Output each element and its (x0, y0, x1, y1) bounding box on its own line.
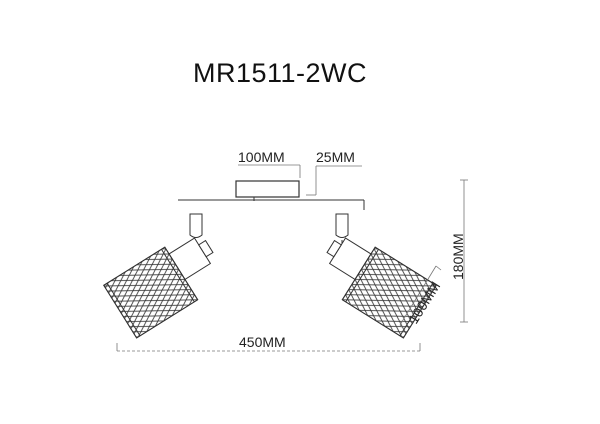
arm (178, 199, 365, 210)
dim-total-width-label: 450MM (239, 334, 286, 350)
dim-canopy-width-line (238, 164, 301, 178)
dim-total-height-line (460, 179, 468, 323)
dim-canopy-width-label: 100MM (238, 149, 285, 165)
canopy (235, 180, 300, 198)
right-spotlight (326, 213, 437, 339)
dim-canopy-depth-label: 25MM (316, 149, 355, 165)
dim-canopy-depth-line (306, 165, 362, 196)
dim-shade-length-line (399, 265, 442, 331)
left-spotlight (103, 213, 214, 339)
model-title: MR1511-2WC (192, 58, 368, 88)
